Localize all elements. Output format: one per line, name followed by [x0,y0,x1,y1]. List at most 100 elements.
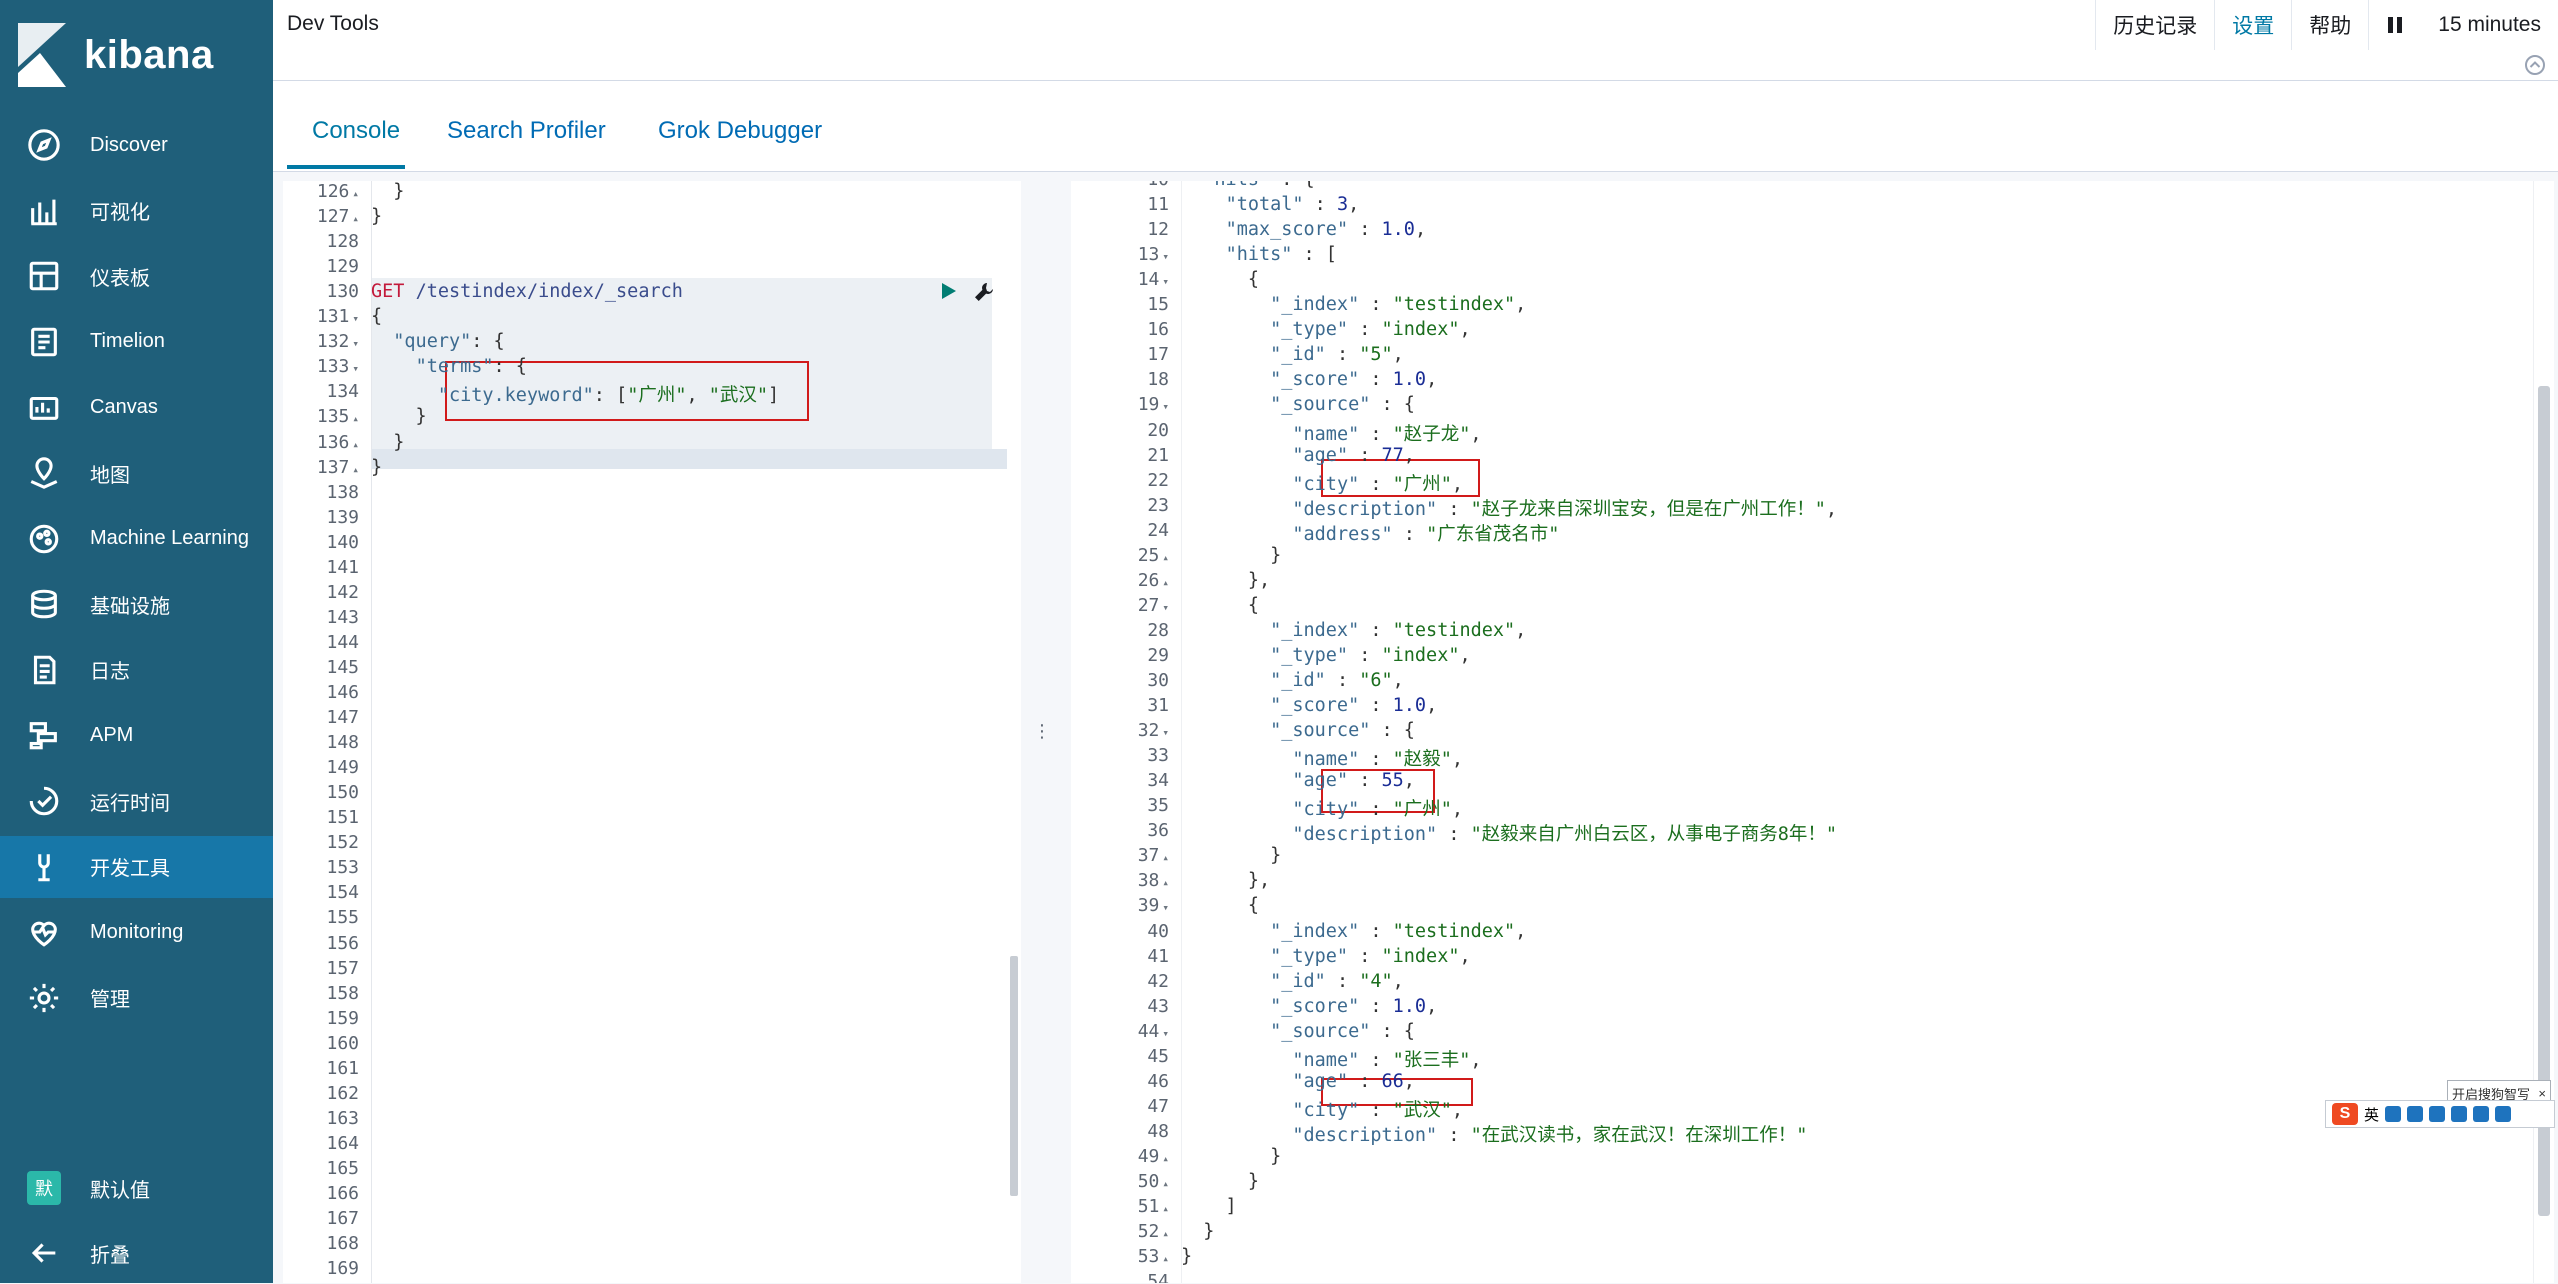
code-line: "name" : "赵毅", [1292,749,1464,771]
line-number: 34 [1147,770,1169,792]
fold-toggle-icon[interactable]: ▴ [1162,550,1169,564]
fold-toggle-icon[interactable]: ▴ [352,212,359,226]
pause-button[interactable] [2368,0,2421,50]
fold-toggle-icon[interactable]: ▴ [1162,1202,1169,1216]
fold-toggle-icon[interactable]: ▾ [1162,275,1169,289]
response-editor-scrollbar[interactable] [2533,181,2554,1283]
pane-resizer[interactable]: ⋮ [1021,181,1071,1283]
line-number: 29 [1147,644,1169,666]
fold-toggle-icon[interactable]: ▴ [1162,575,1169,589]
code-line: } [371,206,383,228]
fold-toggle-icon[interactable]: ▾ [1162,250,1169,264]
page-title: Dev Tools [287,12,379,35]
fold-toggle-icon[interactable]: ▾ [1162,600,1169,614]
sidebar-item-日志[interactable]: 日志 [0,639,273,701]
sidebar-item-timelion[interactable]: Timelion [0,311,273,373]
tab-console[interactable]: Console [312,117,401,144]
line-number: 45 [1147,1045,1169,1067]
code-line: "max_score" : 1.0, [1225,219,1427,241]
time-picker[interactable]: 15 minutes [2438,13,2541,36]
punctuation-icon[interactable] [2385,1106,2402,1122]
fold-toggle-icon[interactable]: ▾ [1162,726,1169,740]
code-line: "_index" : "testindex", [1270,294,1527,316]
code-line: "_index" : "testindex", [1270,619,1527,641]
fold-toggle-icon[interactable]: ▴ [352,437,359,451]
skin-icon[interactable] [2451,1106,2468,1122]
code-line: "_score" : 1.0, [1270,695,1438,717]
fold-toggle-icon[interactable]: ▴ [352,462,359,476]
sidebar-item-管理[interactable]: 管理 [0,967,273,1029]
fold-toggle-icon[interactable]: ▴ [1162,1252,1169,1266]
sidebar-item-apm[interactable]: APM [0,704,273,766]
code-line: "hits" : [ [1225,244,1337,266]
logs-icon [26,652,62,688]
sidebar-item-运行时间[interactable]: 运行时间 [0,770,273,832]
arrow-left-icon [26,1235,62,1271]
grid-icon[interactable] [2495,1106,2512,1122]
fold-toggle-icon[interactable]: ▾ [352,362,359,376]
fold-toggle-icon[interactable]: ▴ [352,187,359,200]
fold-toggle-icon[interactable]: ▾ [1162,1026,1169,1040]
sidebar-item-可视化[interactable]: 可视化 [0,180,273,242]
avatar: 默 [27,1171,61,1205]
fold-toggle-icon[interactable]: ▾ [1162,901,1169,915]
ime-lang-toggle[interactable]: 英 [2364,1106,2380,1124]
sidebar-item-开发工具[interactable]: 开发工具 [0,835,273,898]
fold-toggle-icon[interactable]: ▾ [1162,400,1169,414]
line-number: 26▴ [1137,569,1169,591]
settings-button[interactable]: 设置 [2214,0,2291,50]
response-editor[interactable]: 10111213▾14▾1516171819▾202122232425▴26▴2… [1071,181,2533,1283]
keyboard-icon[interactable] [2429,1106,2446,1122]
line-number: 15 [1147,294,1169,316]
tab-search-profiler[interactable]: Search Profiler [447,117,606,144]
close-icon[interactable]: × [2538,1085,2546,1101]
line-number: 35 [1147,795,1169,817]
line-number: 126▴ [316,181,359,202]
line-number: 23 [1147,494,1169,516]
fold-toggle-icon[interactable]: ▾ [352,337,359,351]
fold-toggle-icon[interactable]: ▾ [352,312,359,326]
devtools-icon [26,849,62,885]
sidebar-collapse-button[interactable]: 折叠 [0,1222,273,1284]
request-editor-scrollbar[interactable] [1007,181,1021,1283]
sidebar-item-machine-learning[interactable]: Machine Learning [0,508,273,570]
line-number: 50▴ [1137,1171,1169,1192]
line-number: 147 [326,707,359,729]
line-number: 160 [326,1032,359,1054]
fold-toggle-icon[interactable]: ▴ [1162,1151,1169,1165]
tab-grok-debugger[interactable]: Grok Debugger [658,117,823,144]
line-number: 168 [326,1233,359,1255]
line-number: 149 [326,757,359,779]
sidebar-item-基础设施[interactable]: 基础设施 [0,573,273,635]
sidebar-item-label: Machine Learning [90,527,249,550]
fold-toggle-icon[interactable]: ▴ [1162,851,1169,865]
sub-bar [273,50,2558,81]
ime-toolbar[interactable]: S 英 [2325,1100,2555,1128]
history-button[interactable]: 历史记录 [2095,0,2214,50]
line-number: 152 [326,832,359,854]
tools-icon[interactable] [2473,1106,2490,1122]
fold-toggle-icon[interactable]: ▴ [1162,1227,1169,1241]
code-line: "_source" : { [1270,720,1415,742]
sidebar-item-label: 仪表板 [90,267,150,290]
help-button[interactable]: 帮助 [2291,0,2368,50]
microphone-icon[interactable] [2407,1106,2424,1122]
line-number: 164 [326,1132,359,1154]
kibana-logo[interactable]: kibana [18,20,258,90]
fold-toggle-icon[interactable]: ▴ [1162,1177,1169,1190]
sidebar-item-label: Timelion [90,330,165,353]
play-icon[interactable] [938,281,958,301]
sidebar-item-discover[interactable]: Discover [0,114,273,176]
chevron-up-circle-icon[interactable] [2524,54,2546,76]
sidebar-item-monitoring[interactable]: Monitoring [0,901,273,963]
wrench-icon[interactable] [973,281,995,303]
fold-toggle-icon[interactable]: ▴ [1162,876,1169,890]
sidebar-item-地图[interactable]: 地图 [0,442,273,504]
sidebar-item-canvas[interactable]: Canvas [0,376,273,438]
code-line: "_score" : 1.0, [1270,995,1438,1017]
code-line: GET /testindex/index/_search [371,281,683,303]
sidebar-item-仪表板[interactable]: 仪表板 [0,245,273,307]
fold-toggle-icon[interactable]: ▴ [352,412,359,426]
sidebar-item-default-space[interactable]: 默 默认值 [0,1157,273,1219]
